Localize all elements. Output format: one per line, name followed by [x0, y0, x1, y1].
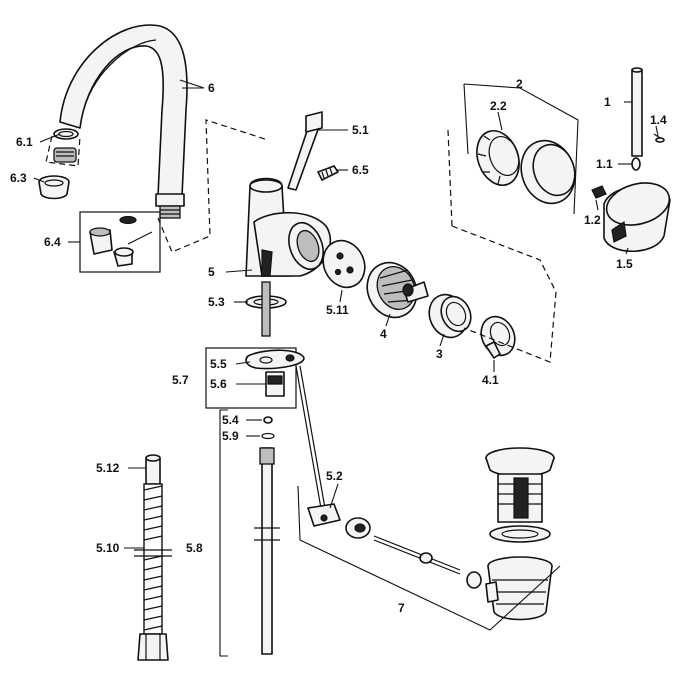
label-6: 6 [208, 81, 215, 95]
part-pop-up-plug [485, 447, 555, 523]
cover-bracket [463, 83, 579, 215]
label-1: 1 [604, 95, 611, 109]
part-lift-rod-clamp [265, 371, 285, 397]
part-lever [287, 111, 323, 191]
label-5-7: 5.7 [172, 373, 189, 387]
label-6-4: 6.4 [44, 235, 61, 249]
label-5-11: 5.11 [326, 303, 349, 317]
leader-lines [33, 79, 659, 549]
part-pivot-nut [345, 517, 371, 539]
label-5-4: 5.4 [222, 413, 239, 427]
part-faucet-body [245, 177, 332, 277]
part-restrictor-set [89, 215, 153, 267]
cartridge-dash-box [451, 225, 557, 363]
part-flex-hose [134, 454, 172, 661]
label-6-5: 6.5 [352, 163, 369, 177]
cover-dash-left [447, 129, 453, 227]
label-5-6: 5.6 [210, 377, 227, 391]
label-5-2: 5.2 [326, 469, 343, 483]
part-spout-gasket [53, 128, 79, 140]
spout-dash-box [157, 119, 269, 253]
label-5-5: 5.5 [210, 357, 227, 371]
part-handle-oring [631, 157, 641, 171]
label-4-1: 4.1 [482, 373, 499, 387]
label-5-8: 5.8 [186, 541, 203, 555]
label-5-12: 5.12 [96, 461, 120, 475]
part-pivot-ball [466, 571, 482, 589]
label-2-2: 2.2 [490, 99, 507, 113]
part-cartridge [366, 261, 429, 319]
label-6-3: 6.3 [10, 171, 27, 185]
bracket-5-8 [219, 409, 228, 657]
label-3: 3 [436, 347, 443, 361]
part-cover-sleeve [476, 130, 520, 186]
part-cover-cap [520, 139, 576, 205]
label-5: 5 [208, 265, 215, 279]
label-1-4: 1.4 [650, 113, 667, 127]
box-5-7 [205, 347, 297, 409]
label-6-1: 6.1 [16, 135, 33, 149]
part-cartridge-nut [428, 293, 472, 339]
label-1-1: 1.1 [596, 157, 613, 171]
cover-bracket-left [463, 83, 469, 155]
part-pivot-rod [373, 535, 461, 575]
label-5-1: 5.1 [352, 123, 369, 137]
part-cartridge-ring [480, 315, 516, 359]
part-handle-rod [631, 67, 643, 157]
label-5-3: 5.3 [208, 295, 225, 309]
part-aerator-housing [38, 175, 70, 200]
label-5-9: 5.9 [222, 429, 239, 443]
label-1-2: 1.2 [584, 213, 601, 227]
part-pull-rod [295, 365, 341, 527]
part-drain-body [485, 556, 553, 621]
part-drain-flange [489, 525, 551, 543]
label-5-10: 5.10 [96, 541, 120, 555]
part-oring-small [261, 432, 275, 440]
part-handle-knob [603, 182, 671, 253]
part-fixing-stud [254, 447, 280, 655]
part-spout [59, 24, 188, 219]
label-2: 2 [516, 77, 523, 91]
callout-labels: 6 6.1 6.3 6.4 5.1 6.5 5 5.3 5.11 4 3 4.1… [10, 77, 667, 615]
bracket-7 [297, 485, 561, 631]
part-cartridge-seal-disc [322, 239, 366, 289]
label-1-5: 1.5 [616, 257, 633, 271]
part-handle-insert [591, 185, 607, 199]
part-aerator-insert [53, 147, 77, 163]
part-body-seal [245, 281, 287, 337]
label-7: 7 [398, 601, 405, 615]
part-lift-rod-lever [245, 349, 305, 370]
aerator-dash-box [45, 135, 81, 167]
part-handle-pin [653, 133, 665, 143]
label-4: 4 [380, 327, 387, 341]
part-set-screw [317, 165, 339, 181]
part-washer-small [263, 416, 273, 424]
